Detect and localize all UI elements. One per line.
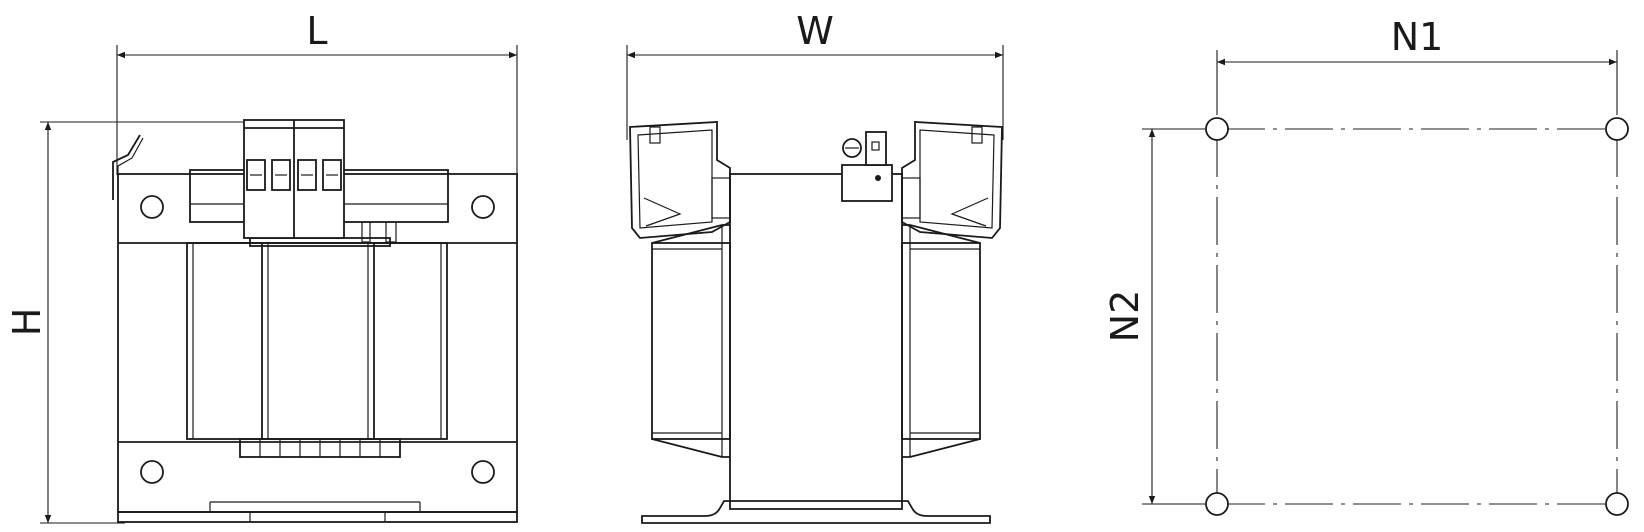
dimension-l: L bbox=[116, 9, 518, 175]
side-view: W bbox=[626, 9, 1004, 524]
mounting-hole bbox=[1605, 492, 1629, 516]
side-base-foot bbox=[641, 500, 991, 524]
dimension-n2-label: N2 bbox=[1103, 290, 1147, 343]
dimension-n2: N2 bbox=[1103, 128, 1205, 505]
side-core bbox=[729, 173, 903, 510]
front-view: L H bbox=[5, 9, 518, 524]
side-coil-left bbox=[651, 224, 731, 458]
mounting-hole bbox=[140, 195, 164, 219]
side-coil-right bbox=[901, 224, 981, 458]
mounting-hole bbox=[1605, 117, 1629, 141]
dimension-l-label: L bbox=[306, 9, 327, 53]
front-coil bbox=[186, 237, 448, 458]
mounting-hole bbox=[1205, 117, 1229, 141]
dimension-h: H bbox=[5, 121, 245, 524]
mounting-hole bbox=[471, 460, 495, 484]
front-base-foot bbox=[117, 501, 518, 523]
dimension-h-label: H bbox=[5, 308, 49, 337]
earth-clip bbox=[112, 134, 141, 200]
side-terminal-cover-left bbox=[629, 121, 731, 239]
earth-terminal-dot bbox=[875, 175, 881, 181]
dimension-w-label: W bbox=[796, 9, 834, 53]
mounting-pattern: N1 N2 bbox=[1103, 15, 1629, 516]
side-earth-terminal bbox=[841, 131, 893, 202]
terminal-block bbox=[243, 119, 345, 239]
dimension-w: W bbox=[626, 9, 1004, 140]
mounting-hole bbox=[471, 195, 495, 219]
mounting-hole bbox=[140, 460, 164, 484]
mounting-hole bbox=[1205, 492, 1229, 516]
side-terminal-cover-right bbox=[901, 121, 1003, 239]
dimension-n1: N1 bbox=[1216, 15, 1618, 115]
dimension-n1-label: N1 bbox=[1391, 15, 1444, 59]
